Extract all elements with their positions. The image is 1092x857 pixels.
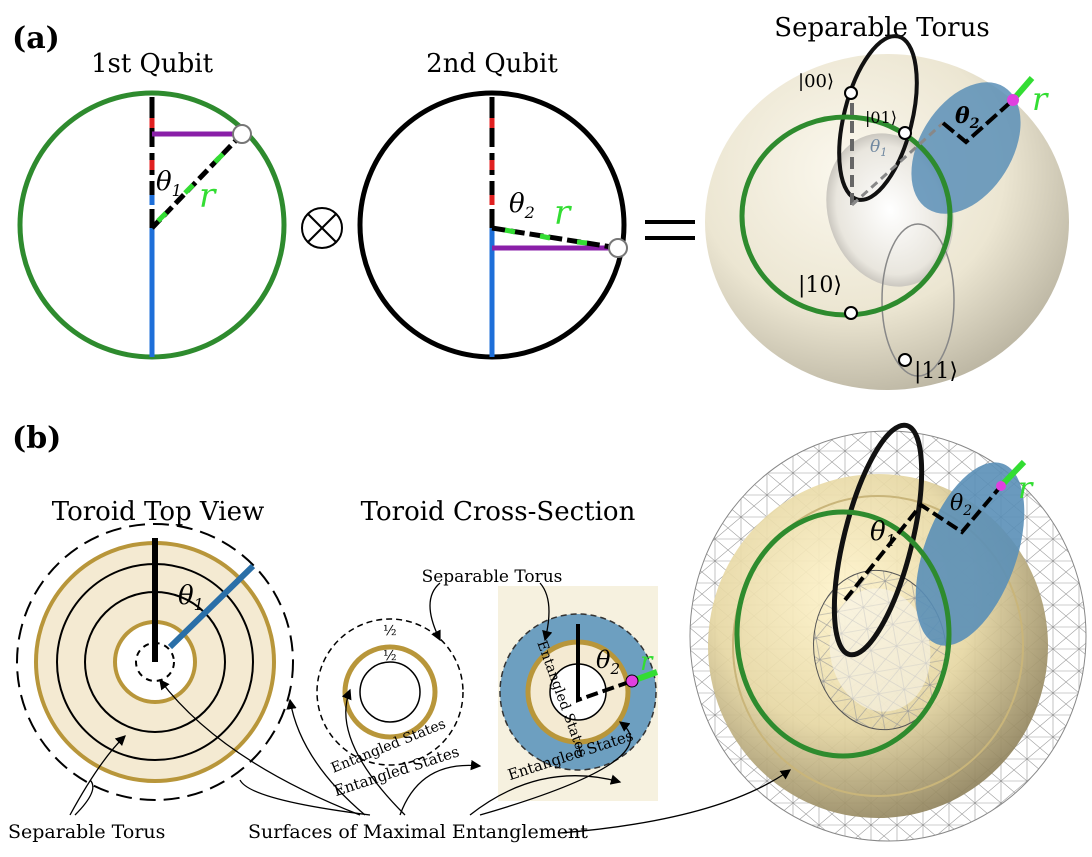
qubit1-r-label: r: [199, 176, 217, 216]
qubit1-theta-label: θ1: [156, 167, 182, 200]
qubit1-title: 1st Qubit: [91, 49, 214, 79]
half-a-label: ½: [383, 623, 397, 639]
torus-q2-circle-back: [881, 223, 955, 377]
half-b-label: ½: [383, 648, 397, 664]
torus-title: Separable Torus: [774, 13, 989, 43]
qubit2-diagram: 2nd Qubit θ2 r: [357, 49, 628, 360]
cross-section-title: Toroid Cross-Section: [361, 497, 636, 527]
state-11-label: |11⟩: [914, 359, 958, 384]
equals-icon: [645, 220, 695, 240]
qubit1-state-point: [232, 124, 252, 144]
mesh-r-label: r: [1018, 471, 1034, 506]
panel-b-label: (b): [12, 421, 61, 456]
footer-separable-label: Separable Torus: [8, 821, 165, 843]
qubit2-title: 2nd Qubit: [426, 49, 558, 79]
cs-theta-label: θ2: [596, 646, 620, 678]
qubit2-r-label: r: [554, 193, 572, 233]
torus-r-label: r: [1032, 80, 1049, 118]
toroid-cross-section-blue: θ2 r Entangled States Entangled States: [498, 586, 659, 801]
qubit2-theta-label: θ2: [509, 189, 535, 222]
state-10-label: |10⟩: [798, 273, 842, 298]
tensor-icon: [301, 207, 343, 249]
cs-r-label: r: [640, 647, 654, 677]
toroid-top-view: Toroid Top View θ1: [16, 497, 294, 801]
torus-theta1-label: θ1: [870, 137, 887, 159]
torus-state-point: [1007, 94, 1019, 106]
footer-surfaces-label: Surfaces of Maximal Entanglement: [248, 821, 588, 843]
qubit1-radius: [150, 132, 244, 230]
qubit1-diagram: 1st Qubit θ1 r: [17, 49, 287, 360]
state-00-label: |00⟩: [798, 71, 834, 92]
cross-section-separable-label: Separable Torus: [422, 567, 563, 587]
separable-torus: Separable Torus |00⟩ |01⟩ |10⟩ |11⟩ θ1 θ…: [705, 13, 1069, 390]
torus-theta2-label: θ2: [955, 103, 980, 132]
mesh-torus: θ1 θ2 r: [689, 422, 1087, 842]
state-01-label: |01⟩: [865, 108, 897, 127]
mesh-theta1-label: θ1: [870, 517, 896, 550]
qubit2-state-point: [608, 238, 628, 258]
panel-a-label: (a): [12, 21, 60, 56]
top-view-title: Toroid Top View: [52, 497, 264, 527]
footer-annotations: Separable Torus Surfaces of Maximal Enta…: [8, 582, 792, 843]
top-view-theta-label: θ1: [178, 581, 204, 614]
mesh-theta2-label: θ2: [950, 491, 972, 519]
